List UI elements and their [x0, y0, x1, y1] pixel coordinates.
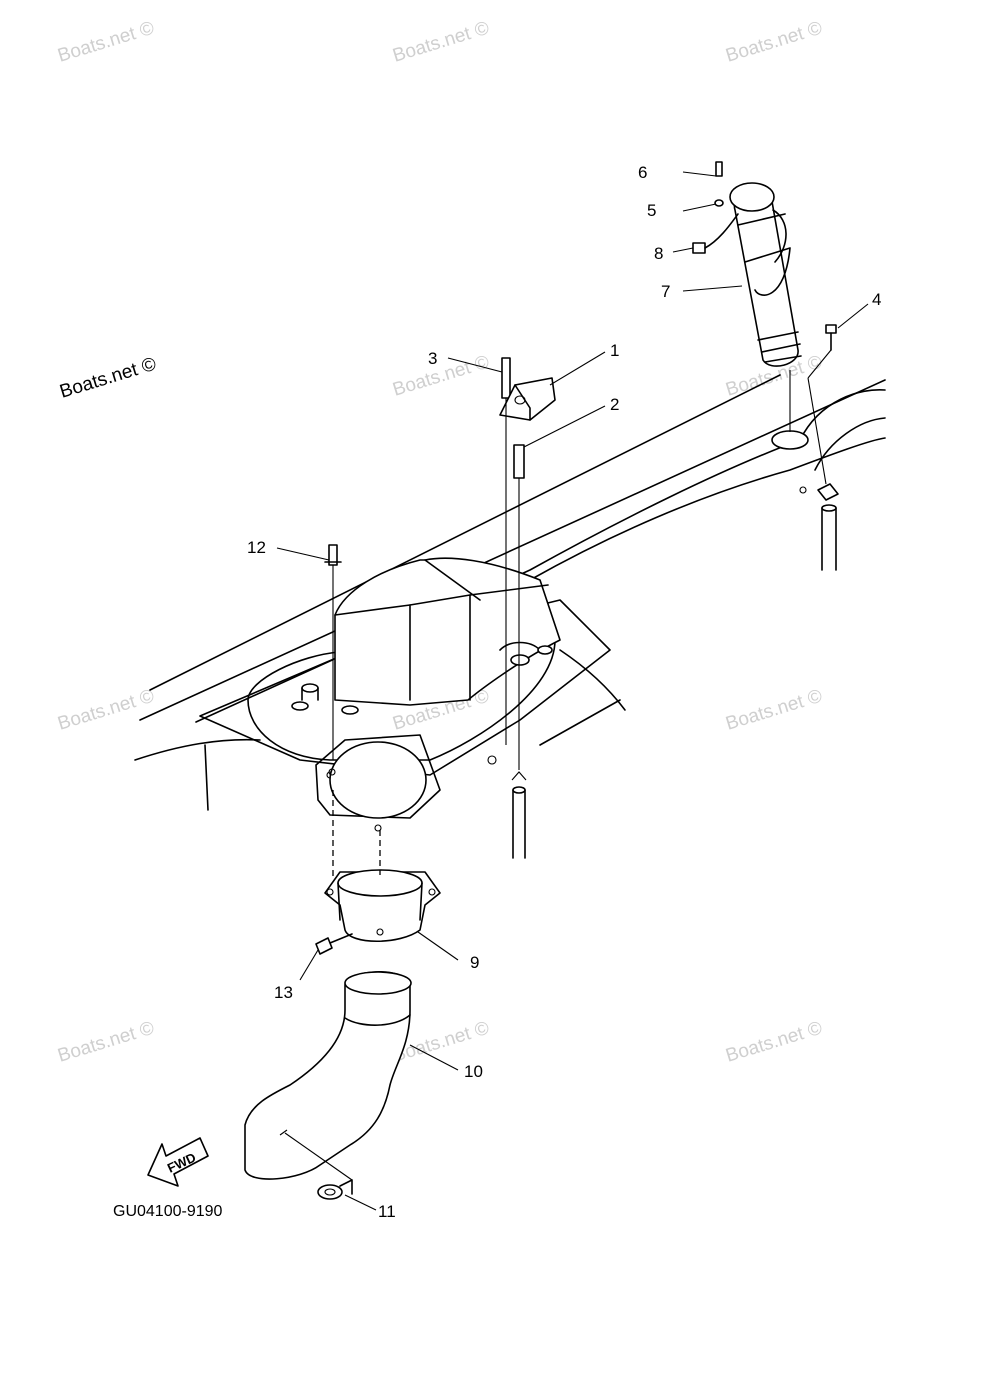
callout-5: 5: [647, 201, 656, 220]
part-11-clamp: [317, 1179, 353, 1200]
watermark: Boats.net ©: [55, 18, 156, 67]
engine-cover: [291, 557, 561, 715]
vent-hose-center: [511, 771, 527, 859]
leader-lines: [276, 171, 869, 1211]
callout-12: 12: [247, 538, 266, 557]
watermark: Boats.net ©: [55, 686, 156, 735]
callout-labels: 1 2 3 4 5 6 7 8 9 10 11 12 13: [247, 163, 881, 1221]
watermark: Boats.net ©: [390, 18, 491, 67]
callout-10: 10: [464, 1062, 483, 1081]
fwd-arrow: FWD: [147, 1137, 209, 1187]
watermark: Boats.net ©: [390, 352, 491, 401]
deck-vent-opening: [315, 734, 441, 832]
part-13-screw: [315, 933, 353, 955]
callout-13: 13: [274, 983, 293, 1002]
watermark: Boats.net ©: [723, 686, 824, 735]
part-6-screw: [715, 161, 723, 177]
watermark: Boats.net ©: [57, 354, 158, 403]
part-5-washer: [714, 199, 724, 207]
callout-9: 9: [470, 953, 479, 972]
part-9-duct-flange: [324, 869, 441, 943]
part-3-stud: [501, 357, 511, 399]
diagram-code: GU04100-9190: [113, 1203, 223, 1220]
watermark: Boats.net ©: [723, 1018, 824, 1067]
part-1-bracket: [499, 377, 556, 421]
watermark: Boats.net ©: [55, 1018, 156, 1067]
callout-3: 3: [428, 349, 437, 368]
part-4-bolt: [825, 324, 837, 351]
part-7-vent-pipe: [729, 182, 802, 367]
callout-7: 7: [661, 282, 670, 301]
part-10-duct-hose: [244, 971, 412, 1180]
callout-11: 11: [378, 1202, 396, 1221]
part-12-stud: [324, 544, 342, 566]
vent-hose-right: [771, 430, 839, 571]
callout-1: 1: [610, 341, 619, 360]
callout-8: 8: [654, 244, 663, 263]
assembly-lines: [332, 349, 832, 880]
callout-6: 6: [638, 163, 647, 182]
hull-deck: [134, 374, 886, 811]
watermark: Boats.net ©: [723, 18, 824, 67]
part-2-tube-insert: [513, 444, 525, 479]
callout-2: 2: [610, 395, 619, 414]
callout-4: 4: [872, 290, 881, 309]
